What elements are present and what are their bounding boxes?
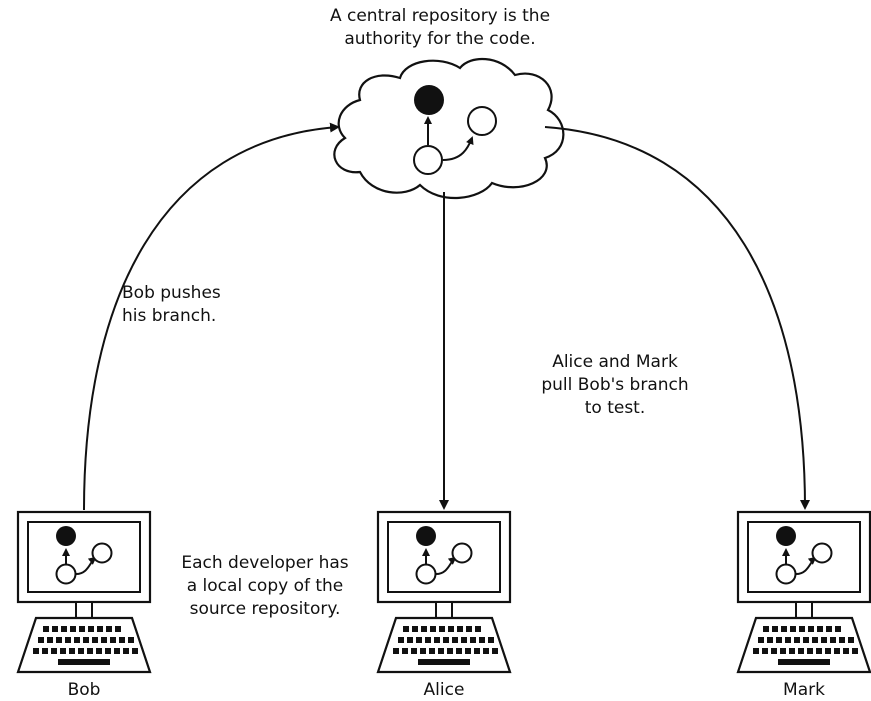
- central-repository-cloud: [333, 57, 565, 199]
- developer-label-alice: Alice: [423, 680, 465, 700]
- alice-computer-icon: [378, 512, 510, 672]
- push-arrow: [83, 122, 340, 511]
- mark-computer-icon: [738, 512, 870, 672]
- central-repository-caption: A central repository is the authority fo…: [329, 6, 551, 49]
- local-copy-caption: Each developer has a local copy of the s…: [181, 553, 349, 619]
- developer-label-mark: Mark: [783, 680, 825, 700]
- base-commit-node: [413, 145, 443, 175]
- developer-label-bob: Bob: [67, 680, 101, 700]
- branch-commit-node: [467, 106, 497, 136]
- push-caption: Bob pushes his branch.: [122, 283, 221, 326]
- head-commit-node: [414, 85, 444, 115]
- pull-caption: Alice and Mark pull Bob's branch to test…: [541, 352, 689, 418]
- bob-computer-icon: [18, 512, 150, 672]
- pull-arrow-mark: [544, 126, 810, 510]
